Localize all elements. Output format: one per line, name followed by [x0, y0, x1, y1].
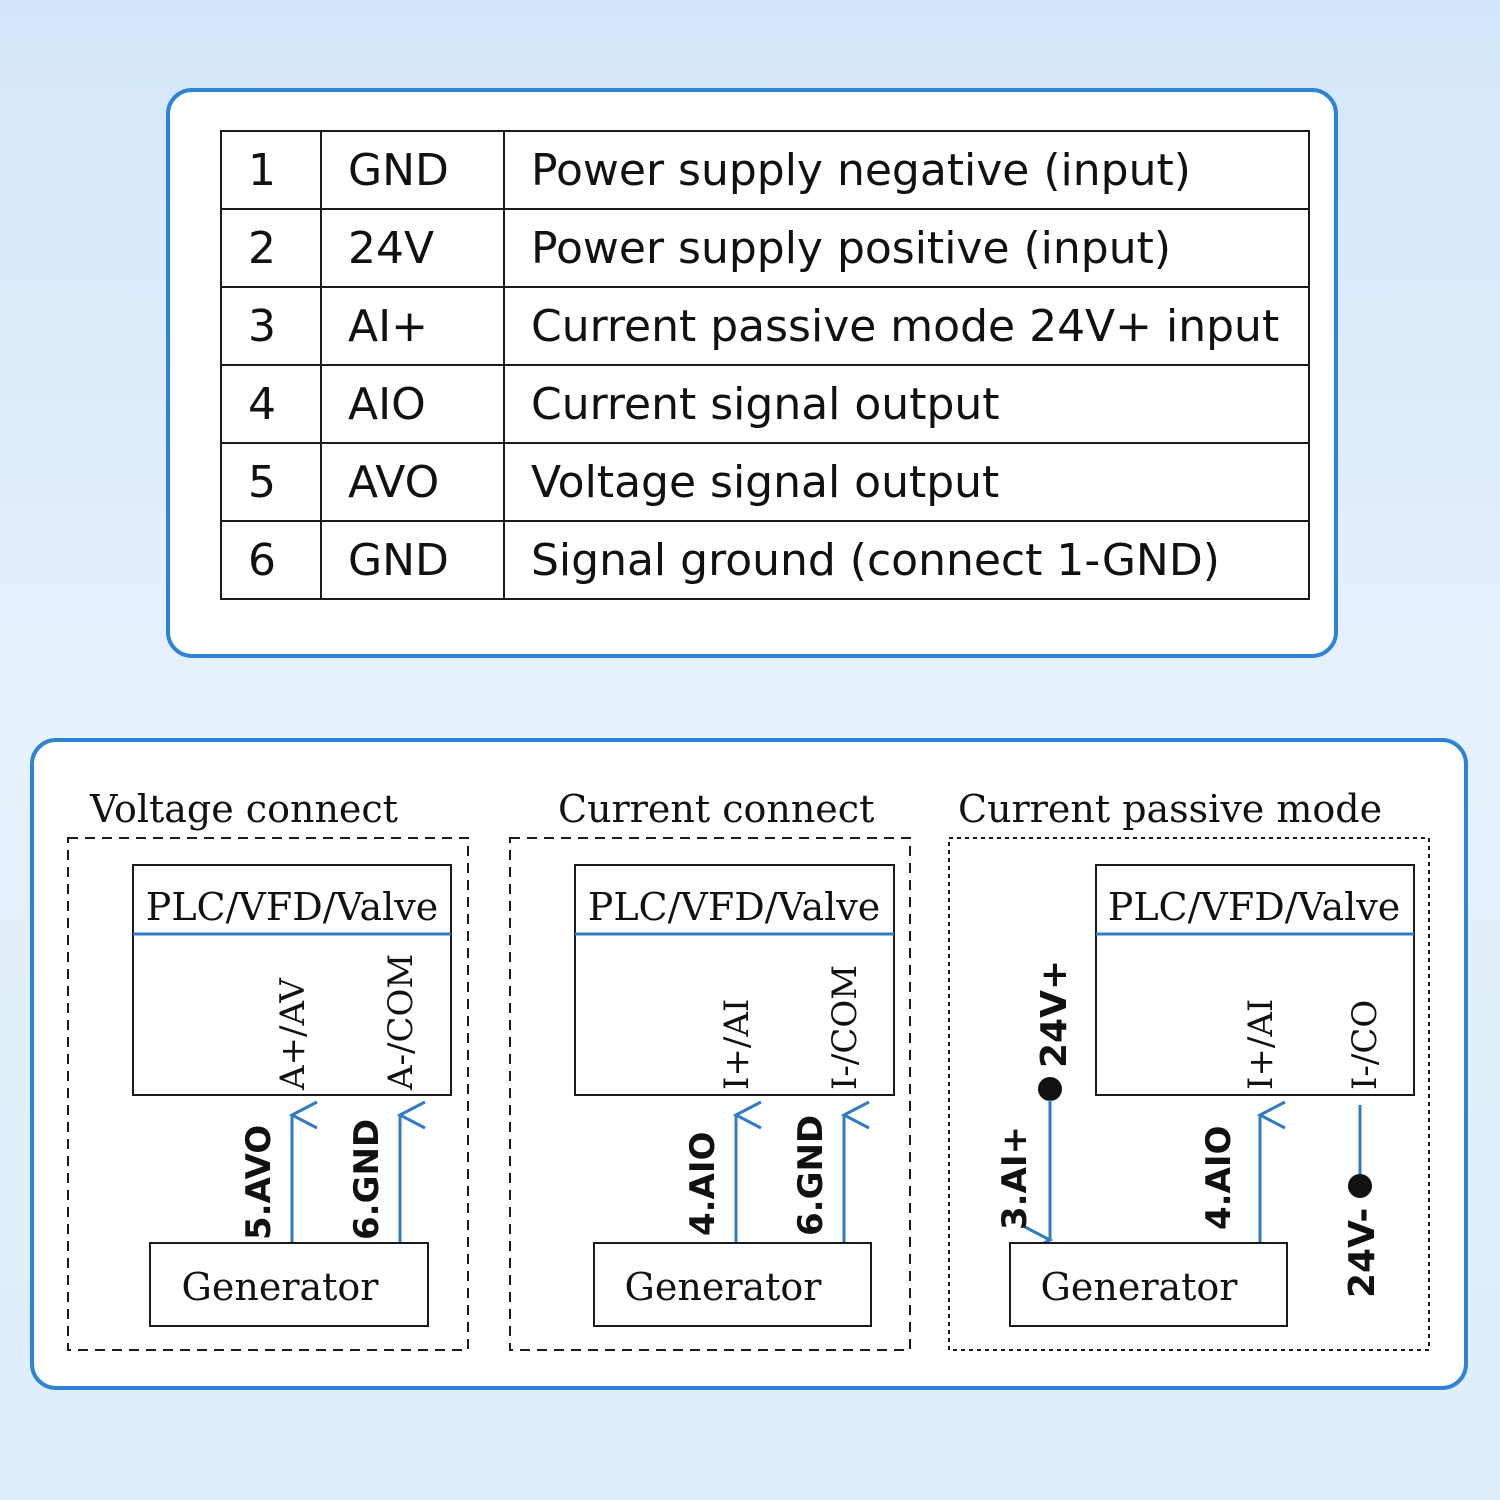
table-row: 2 24V Power supply positive (input)	[220, 208, 1310, 288]
passive-supply-negative-label: 24V-	[1342, 1208, 1383, 1298]
voltage-generator-label: Generator	[182, 1265, 380, 1309]
pin-number: 3	[220, 286, 322, 366]
passive-device-box	[1095, 864, 1415, 1096]
pin-description: Voltage signal output	[503, 442, 1310, 522]
current-connect-diagram: Current connect PLC/VFD/Valve I+/AI I-/C…	[509, 787, 911, 1351]
voltage-generator-box	[149, 1242, 429, 1327]
pin-number: 4	[220, 364, 322, 444]
voltage-connect-diagram: Voltage connect PLC/VFD/Valve A+/AV A-/C…	[67, 787, 469, 1351]
table-row: 1 GND Power supply negative (input)	[220, 130, 1310, 210]
passive-terminal-i-plus: I+/AI	[1241, 999, 1281, 1090]
current-generator-label: Generator	[625, 1265, 823, 1309]
current-wire-gnd-label: 6.GND	[791, 1115, 831, 1236]
pin-description: Current signal output	[503, 364, 1310, 444]
current-device-label: PLC/VFD/Valve	[588, 885, 880, 929]
pin-description: Power supply negative (input)	[503, 130, 1310, 210]
current-terminal-i-plus: I+/AI	[717, 999, 757, 1090]
pin-name: AVO	[320, 442, 505, 522]
pin-name: GND	[320, 130, 505, 210]
current-passive-title: Current passive mode	[958, 787, 1382, 831]
table-row: 5 AVO Voltage signal output	[220, 442, 1310, 522]
voltage-dashed-box	[67, 837, 469, 1351]
passive-terminal-i-minus: I-/CO	[1345, 1000, 1385, 1090]
passive-device-label: PLC/VFD/Valve	[1108, 885, 1400, 929]
pin-table-card: 1 GND Power supply negative (input) 2 24…	[166, 88, 1338, 658]
voltage-terminal-a-plus: A+/AV	[273, 977, 313, 1091]
table-row: 3 AI+ Current passive mode 24V+ input	[220, 286, 1310, 366]
voltage-wire-avo-label: 5.AVO	[239, 1125, 279, 1240]
pin-name: 24V	[320, 208, 505, 288]
voltage-device-box	[132, 864, 452, 1096]
pin-number: 5	[220, 442, 322, 522]
pin-number: 6	[220, 520, 322, 600]
passive-dashed-box	[948, 837, 1430, 1351]
passive-generator-label: Generator	[1041, 1265, 1239, 1309]
pin-description: Signal ground (connect 1-GND)	[503, 520, 1310, 600]
current-generator-box	[593, 1242, 872, 1327]
voltage-wire-gnd-label: 6.GND	[347, 1119, 387, 1240]
pin-name: AI+	[320, 286, 505, 366]
table-row: 4 AIO Current signal output	[220, 364, 1310, 444]
pin-number: 1	[220, 130, 322, 210]
passive-generator-box	[1009, 1242, 1288, 1327]
passive-wire-ai-plus-label: 3.AI+	[995, 1126, 1035, 1230]
pin-description: Current passive mode 24V+ input	[503, 286, 1310, 366]
passive-supply-positive-dot	[1038, 1077, 1062, 1101]
voltage-device-label: PLC/VFD/Valve	[146, 885, 438, 929]
current-dashed-box	[509, 837, 911, 1351]
current-wire-aio-label: 4.AIO	[683, 1132, 723, 1236]
current-terminal-i-minus: I-/COM	[825, 965, 865, 1090]
voltage-connect-title: Voltage connect	[89, 787, 398, 831]
passive-supply-positive-label: 24V+	[1034, 960, 1075, 1068]
pin-number: 2	[220, 208, 322, 288]
current-passive-diagram: Current passive mode PLC/VFD/Valve I+/AI…	[948, 787, 1430, 1351]
pin-name: AIO	[320, 364, 505, 444]
pin-table: 1 GND Power supply negative (input) 2 24…	[220, 130, 1310, 600]
passive-wire-aio-label: 4.AIO	[1199, 1126, 1239, 1230]
pin-description: Power supply positive (input)	[503, 208, 1310, 288]
table-row: 6 GND Signal ground (connect 1-GND)	[220, 520, 1310, 600]
current-device-box	[574, 864, 895, 1096]
current-connect-title: Current connect	[558, 787, 874, 831]
pin-name: GND	[320, 520, 505, 600]
voltage-terminal-a-minus: A-/COM	[381, 954, 421, 1091]
passive-supply-negative-dot	[1348, 1174, 1372, 1198]
